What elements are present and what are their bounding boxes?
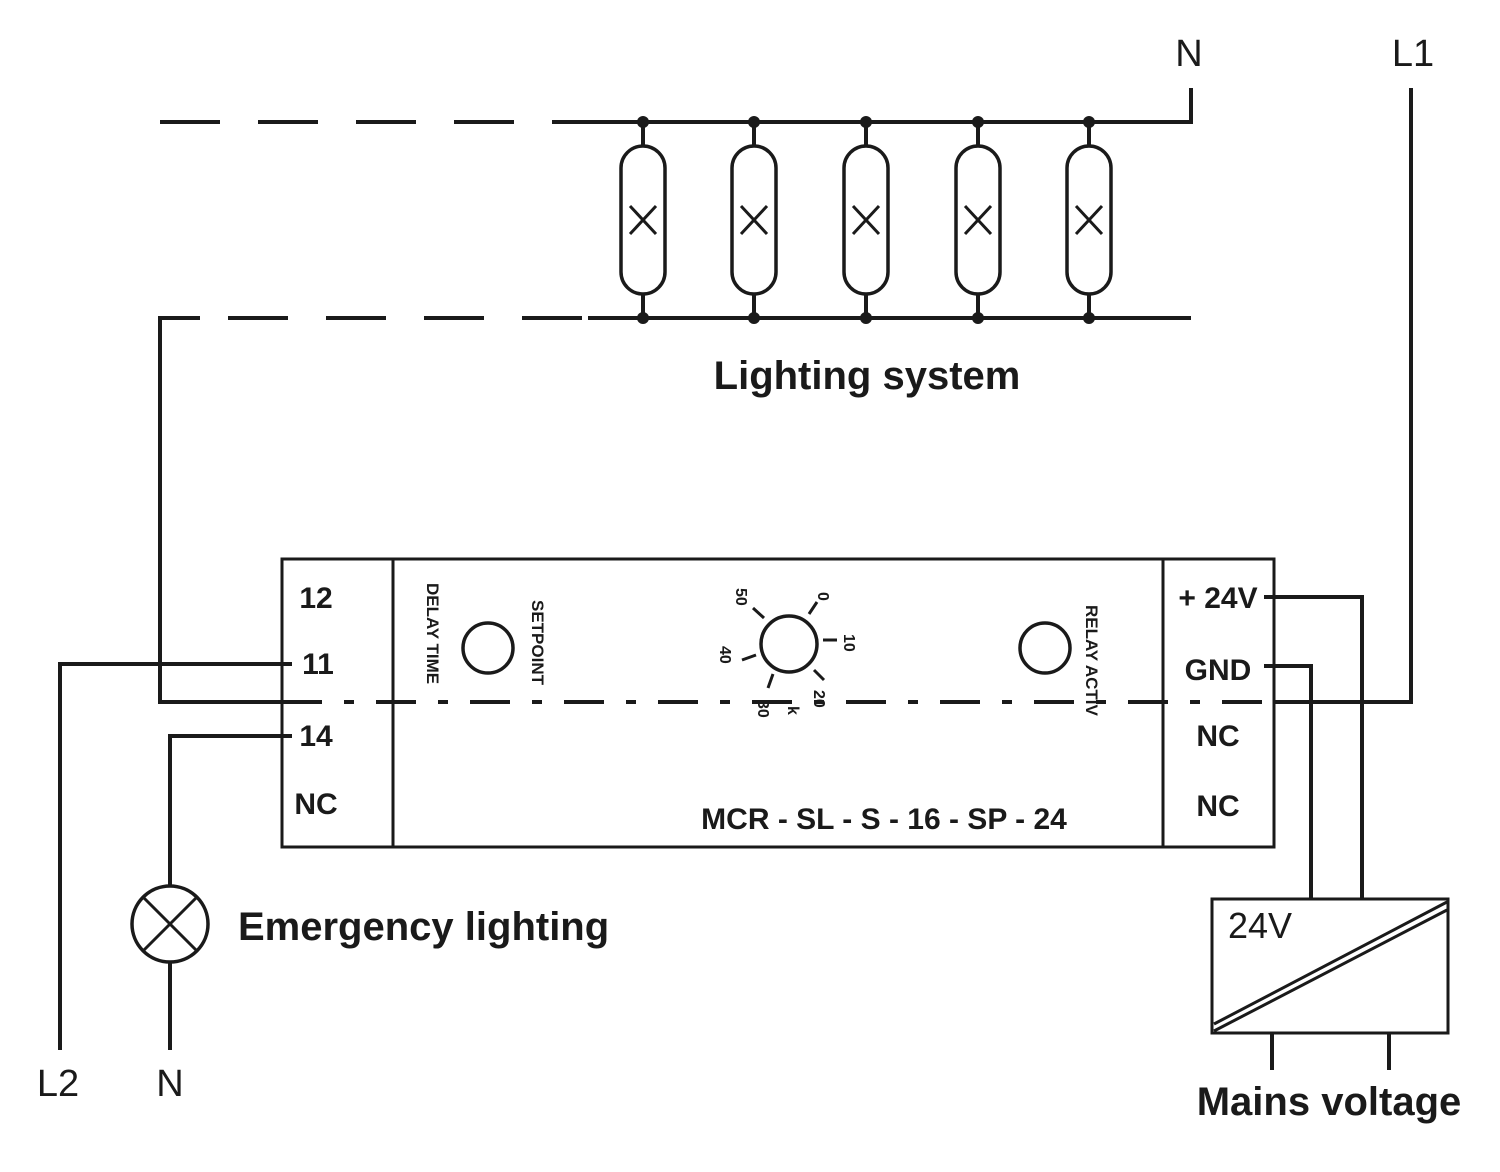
emergency-lighting-label: Emergency lighting [238,905,609,949]
terminal-11: 11 [302,648,334,681]
delay-time-led [461,621,515,675]
wire-24v [1264,595,1364,900]
mains-voltage-label: Mains voltage [1197,1080,1462,1124]
lamp-4 [954,116,1002,324]
dial-mark-40: 40 [716,646,733,664]
label-n-bottom: N [156,1063,183,1105]
setpoint-dial[interactable]: 0 10 20 30 40 50 k [716,588,857,718]
lamp-5 [1065,116,1113,324]
lighting-bus-top [160,88,1193,124]
lamp-3 [842,116,890,324]
terminal-nc-right-2: NC [1196,790,1239,823]
dial-mark-10: 10 [840,634,857,652]
wire-l1 [1274,88,1413,704]
power-supply: 24V [1210,897,1450,1070]
lamp-group [619,116,1113,324]
lamp-1 [619,116,667,324]
label-l1: L1 [1392,33,1434,75]
label-l2: L2 [37,1063,79,1105]
relay-activ-led [1018,621,1072,675]
terminal-gnd: GND [1185,654,1252,687]
terminal-12: 12 [299,582,332,615]
terminal-nc-left: NC [294,788,337,821]
dial-mark-30: 30 [754,700,771,718]
wire-l2 [58,662,292,1050]
dial-unit: k [784,706,801,715]
terminal-14: 14 [299,720,333,753]
wire-gnd [1264,664,1313,900]
power-supply-label: 24V [1228,905,1292,946]
wire-bus-to-relay [158,316,282,704]
dial-mark-0: 0 [814,592,831,601]
delay-time-label: DELAY TIME [423,583,442,684]
emergency-lamp-icon [130,884,210,964]
dial-mark-20: 20 [810,690,827,708]
setpoint-label: SETPOINT [528,600,547,686]
relay-activ-label: RELAY ACTIV [1082,605,1101,717]
terminal-24v: + 24V [1178,582,1257,615]
dial-mark-50: 50 [732,588,749,606]
lamp-2 [730,116,778,324]
wire-emergency [168,734,292,1050]
label-n-top: N [1175,33,1202,75]
relay-model-label: MCR - SL - S - 16 - SP - 24 [701,803,1067,836]
lighting-system-label: Lighting system [714,354,1021,398]
terminal-nc-right-1: NC [1196,720,1239,753]
relay-module: 12 11 14 NC + 24V GND NC NC DELAY TIME S… [280,557,1276,849]
